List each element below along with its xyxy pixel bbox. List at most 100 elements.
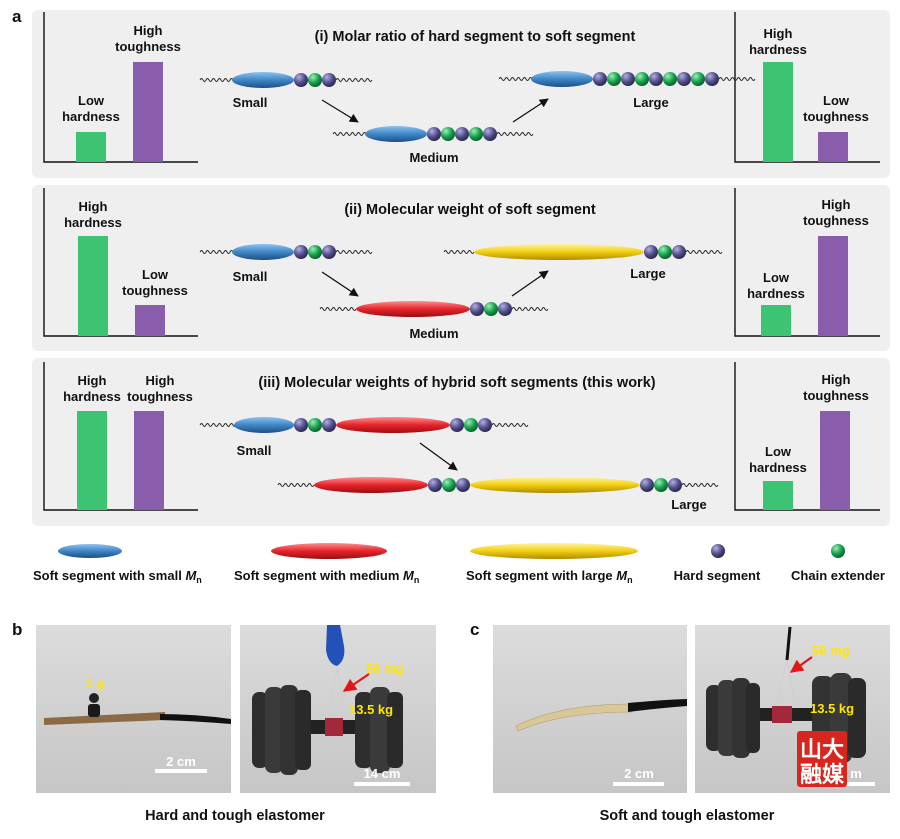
tail-squiggle — [199, 250, 237, 254]
weight-knob — [89, 693, 99, 703]
chain-extender-bead — [464, 418, 478, 432]
row1-label-medium: Medium — [409, 150, 458, 165]
photo-hard-elastomer-bending: 1 g 2 cm — [36, 625, 231, 793]
caption-c: Soft and tough elastomer — [600, 808, 775, 824]
photo-b1-background — [36, 625, 231, 793]
load-large-label-b: 13.5 kg — [349, 702, 393, 717]
soft-segment-large — [470, 477, 640, 493]
hard-segment-bead — [672, 245, 686, 259]
tail-squiggle — [277, 483, 315, 487]
row1-arrow-down — [321, 99, 359, 123]
chain-extender-bead — [663, 72, 677, 86]
hanging-strap — [327, 667, 347, 719]
tail-squiggle — [319, 307, 357, 311]
soft-segment-medium — [356, 301, 470, 317]
row1-right-bar-hardness — [763, 62, 793, 162]
row2-chain-small — [199, 244, 373, 260]
load-large-label-c: 13.5 kg — [810, 701, 854, 716]
tail-squiggle — [491, 423, 529, 427]
soft-segment-small — [365, 126, 427, 142]
row3-right-bar-toughness — [820, 411, 850, 510]
row2-chain-medium — [319, 301, 549, 317]
panel-a-letter: a — [12, 7, 22, 26]
row3-left-bar-toughness — [134, 411, 164, 510]
legend-extender-swatch — [831, 544, 845, 558]
chain-extender-bead — [607, 72, 621, 86]
tail-squiggle — [681, 483, 719, 487]
row1-left-bar-toughness — [133, 62, 163, 162]
hard-segment-bead — [478, 418, 492, 432]
soft-segment-small — [232, 244, 294, 260]
soft-segment-small — [234, 417, 294, 433]
weight-body — [88, 704, 100, 717]
row1-right-bar-toughness — [818, 132, 848, 162]
row2-right-bar-hardness — [761, 305, 791, 336]
legend-large-label: Soft segment with large Mn — [466, 568, 633, 585]
chain-extender-bead — [308, 73, 322, 87]
row2-arrow-down — [321, 271, 359, 297]
legend: Soft segment with small Mn Soft segment … — [33, 543, 885, 585]
legend-small-swatch — [58, 544, 122, 558]
scale-label-b1: 2 cm — [166, 754, 196, 769]
row3-chain-hybrid-small — [199, 417, 529, 433]
legend-hard-label: Hard segment — [674, 568, 761, 583]
legend-hard-swatch — [711, 544, 725, 558]
elastomer-loop — [325, 718, 343, 736]
dumbbell-left-plates-c — [706, 678, 760, 758]
soft-segment-medium — [314, 477, 428, 493]
soft-segment-small — [232, 72, 294, 88]
tail-squiggle — [335, 250, 373, 254]
hard-segment-bead — [322, 245, 336, 259]
panel-c-letter: c — [470, 620, 479, 639]
legend-medium-label: Soft segment with medium Mn — [234, 568, 419, 585]
clamp-tool — [160, 714, 231, 724]
tail-squiggle — [443, 250, 475, 254]
hard-segment-bead — [428, 478, 442, 492]
hard-segment-bead — [456, 478, 470, 492]
chain-extender-bead — [308, 245, 322, 259]
dumbbell-right-plates — [355, 687, 403, 773]
legend-large-swatch — [470, 543, 638, 559]
legend-medium-swatch — [271, 543, 387, 559]
hard-segment-bead — [649, 72, 663, 86]
row2-label-small: Small — [233, 269, 268, 284]
row1-title: (i) Molar ratio of hard segment to soft … — [315, 29, 636, 45]
hard-segment-bead — [455, 127, 469, 141]
clamp-tool-c — [628, 699, 687, 712]
chain-extender-bead — [635, 72, 649, 86]
tail-squiggle — [199, 423, 237, 427]
hard-segment-bead — [644, 245, 658, 259]
chain-extender-bead — [469, 127, 483, 141]
tail-squiggle — [496, 132, 534, 136]
load-arrow-c — [789, 656, 813, 673]
chain-extender-bead — [484, 302, 498, 316]
row1-label-small: Small — [233, 95, 268, 110]
hook-rod — [785, 626, 792, 661]
elastomer-loop-c — [772, 706, 792, 723]
hard-segment-bead — [668, 478, 682, 492]
load-small-label-c: 50 mg — [812, 643, 850, 658]
hard-segment-bead — [677, 72, 691, 86]
tail-squiggle — [332, 132, 370, 136]
chain-extender-bead — [442, 478, 456, 492]
row1-background — [32, 10, 890, 178]
chain-extender-bead — [691, 72, 705, 86]
photo-soft-elastomer-bending: 2 cm — [493, 625, 687, 793]
hard-segment-bead — [294, 418, 308, 432]
chain-extender-bead — [654, 478, 668, 492]
row3-label-small: Small — [237, 443, 272, 458]
soft-segment-medium — [336, 417, 450, 433]
